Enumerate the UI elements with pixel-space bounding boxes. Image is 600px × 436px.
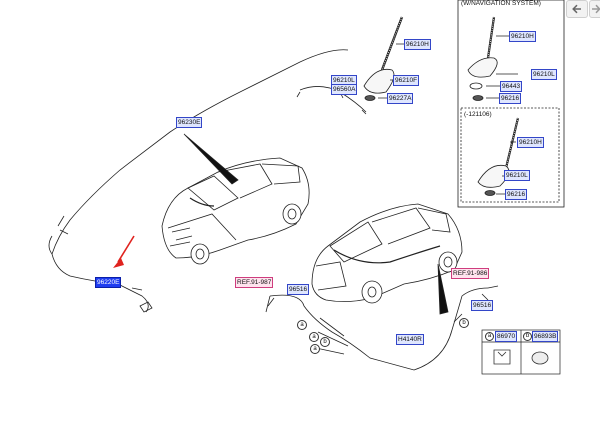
part-label-96230e[interactable]: 96230E xyxy=(176,117,203,128)
part-label-96516-left[interactable]: 96516 xyxy=(287,284,310,295)
arrow-left-icon xyxy=(572,4,581,14)
part-label-96216[interactable]: 96216 xyxy=(499,93,522,104)
part-label-96210l-old[interactable]: 96210L xyxy=(504,170,530,181)
part-label-h4140r[interactable]: H4140R xyxy=(396,334,424,345)
part-label-96443[interactable]: 96443 xyxy=(500,81,523,92)
rear-leader-wedge xyxy=(437,263,449,315)
legend-frame xyxy=(481,329,561,375)
symbol-a-3: a xyxy=(310,344,320,354)
symbol-b-2: b xyxy=(459,318,469,328)
legend-symbol-b: b xyxy=(523,332,532,341)
ref-label-91-986[interactable]: REF.91-986 xyxy=(451,268,490,279)
part-label-96210h-old[interactable]: 96210H xyxy=(517,137,544,148)
leader-wedge xyxy=(183,133,239,185)
part-label-96560a[interactable]: 96560A xyxy=(331,84,358,95)
symbol-a-2: a xyxy=(309,332,319,342)
front-suv-illustration xyxy=(161,157,310,265)
part-label-96210f[interactable]: 96210F xyxy=(393,75,420,86)
inset-subtitle: (-121106) xyxy=(464,111,492,118)
legend-code-96893b[interactable]: 96893B xyxy=(532,331,559,342)
grommet-96893b-icon xyxy=(531,351,549,365)
inset-sub-frame xyxy=(460,107,560,203)
inset-antenna-nav xyxy=(467,16,518,101)
ref-label-91-987[interactable]: REF.91-987 xyxy=(235,277,274,288)
legend-code-86970[interactable]: 86970 xyxy=(495,331,518,342)
part-label-96516-right[interactable]: 96516 xyxy=(471,300,494,311)
inset-frame xyxy=(457,0,565,208)
inset-antenna-old xyxy=(477,117,520,196)
pointer-arrow xyxy=(117,235,135,263)
legend-symbol-a: a xyxy=(485,332,494,341)
part-label-96210h[interactable]: 96210H xyxy=(509,31,536,42)
inset-title: (W/NAVIGATION SYSTEM) xyxy=(461,0,541,7)
clip-86970-icon xyxy=(493,349,511,365)
symbol-b-1: b xyxy=(320,337,330,347)
rear-suv-illustration xyxy=(311,203,463,304)
part-label-96227a[interactable]: 96227A xyxy=(387,93,414,104)
part-label-96220e-selected[interactable]: 96220E xyxy=(95,277,122,288)
back-button[interactable] xyxy=(566,0,588,18)
symbol-a-1: a xyxy=(297,320,307,330)
pointer-arrow-head xyxy=(113,258,124,268)
part-label-96210l[interactable]: 96210L xyxy=(531,69,557,80)
part-label-96216-old[interactable]: 96216 xyxy=(505,189,528,200)
part-label-96210h-main[interactable]: 96210H xyxy=(404,39,431,50)
antenna-cable xyxy=(51,49,349,255)
rear-harness xyxy=(269,287,489,371)
